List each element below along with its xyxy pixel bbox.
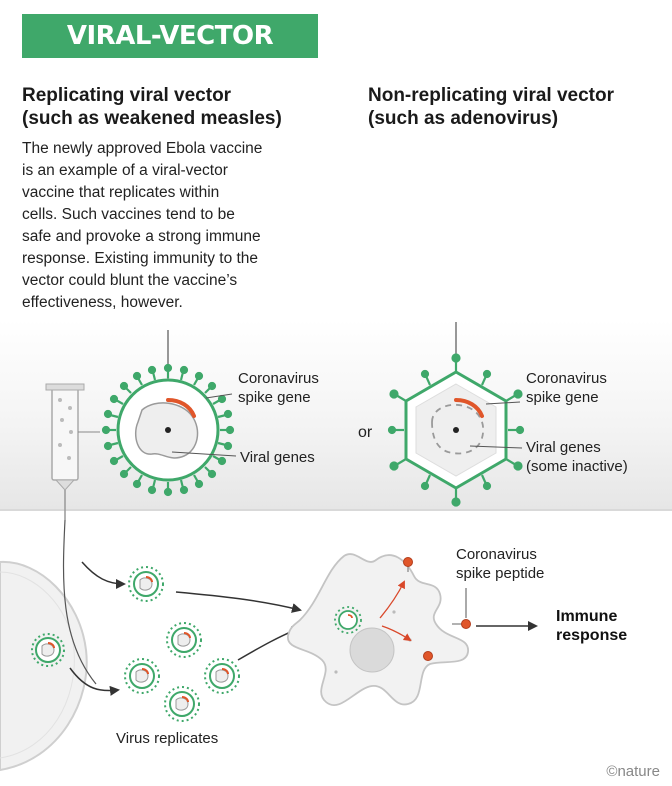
small-virus: [164, 686, 200, 722]
immune-cell: [287, 553, 469, 706]
spike-gene-label-line1: Coronavirus: [238, 370, 319, 387]
non-replicating-heading: Non-replicating viral vector (such as ad…: [368, 84, 614, 130]
spike-gene-label-right: Coronavirus spike gene: [526, 369, 607, 407]
small-virus: [31, 633, 65, 667]
viral-genes-label-line1: Viral genes: [526, 439, 601, 456]
spike-peptide-icon: [403, 557, 471, 661]
description-line: cells. Such vaccines tend to be: [22, 206, 235, 223]
small-virus: [124, 658, 160, 694]
arrow: [175, 591, 302, 613]
spike-gene-label-left: Coronavirus spike gene: [238, 369, 319, 407]
leader-line: [171, 451, 237, 457]
spike-peptide-label: Coronavirus spike peptide: [456, 545, 544, 583]
replicating-heading-line1: Replicating viral vector: [22, 85, 232, 106]
description-line: response. Existing immunity to the: [22, 250, 259, 267]
nature-credit: ©nature: [606, 763, 660, 780]
spike-gene-label-line2: spike gene: [238, 389, 311, 406]
viral-genes-label-line2: (some inactive): [526, 458, 628, 475]
leader-line: [62, 519, 97, 685]
viral-genes-label-left: Viral genes: [240, 449, 315, 466]
title-banner: VIRAL-VECTOR VACCINES: [22, 14, 318, 95]
small-virus: [128, 566, 164, 602]
spike-gene-label-line2: spike gene: [526, 389, 599, 406]
viral-genes-label-right: Viral genes (some inactive): [526, 438, 628, 476]
replicating-heading: Replicating viral vector (such as weaken…: [22, 84, 282, 130]
peptide-arrow: [381, 625, 412, 642]
section-divider: [0, 509, 672, 511]
spike-gene-label-line1: Coronavirus: [526, 370, 607, 387]
non-replicating-heading-line2: (such as adenovirus): [368, 108, 559, 129]
leader-line: [469, 445, 523, 449]
leader-line: [205, 393, 233, 399]
immune-response-label-line1: Immune: [556, 608, 618, 625]
immune-response-label-line2: response: [556, 627, 628, 644]
description-line: effectiveness, however.: [22, 294, 183, 311]
replicating-heading-line2: (such as weakened measles): [22, 108, 282, 129]
non-replicating-virus: [387, 353, 525, 507]
spike-peptide-label-line2: spike peptide: [456, 565, 545, 582]
description-line: The newly approved Ebola vaccine: [22, 140, 263, 157]
virus-replicates-label: Virus replicates: [116, 730, 219, 747]
small-virus: [166, 622, 202, 658]
small-virus: [204, 658, 240, 694]
arrow: [81, 561, 126, 589]
description-line: vaccine that replicates within: [22, 184, 220, 201]
leader-line: [485, 401, 521, 405]
immune-response-label: Immune response: [556, 607, 627, 645]
spike-peptide-label-line1: Coronavirus: [456, 546, 537, 563]
host-cell: [0, 560, 88, 772]
syringe-icon: [45, 383, 100, 520]
replicating-virus: [101, 363, 235, 497]
small-virus: [334, 606, 362, 634]
description-line: is an example of a viral-vector: [22, 162, 228, 179]
description: The newly approved Ebola vaccine is an e…: [22, 138, 340, 314]
description-line: safe and provoke a strong immune: [22, 228, 261, 245]
description-line: vector could blunt the vaccine’s: [22, 272, 238, 289]
arrow: [69, 667, 120, 696]
peptide-arrow: [379, 580, 405, 619]
non-replicating-heading-line1: Non-replicating viral vector: [368, 85, 615, 106]
or-label: or: [358, 424, 373, 441]
